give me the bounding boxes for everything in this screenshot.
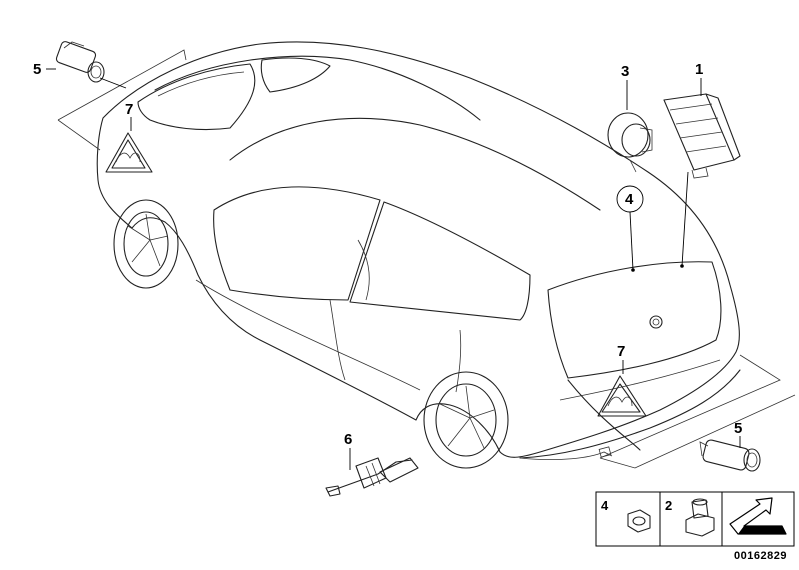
- pdc-speaker[interactable]: [607, 112, 653, 173]
- arrow-icon: [729, 497, 787, 535]
- front-wheel: [113, 199, 179, 289]
- callout-7-left: 7: [125, 101, 133, 118]
- callout-4: 4: [625, 191, 634, 208]
- callout-3: 3: [621, 63, 629, 80]
- cable-holder[interactable]: [325, 457, 419, 497]
- warning-label-rear[interactable]: [597, 375, 647, 417]
- pdc-control-unit[interactable]: [663, 93, 741, 179]
- callout-1: 1: [695, 61, 703, 78]
- attach-point-4: [631, 268, 635, 272]
- leader-1-to-car: [681, 171, 689, 267]
- callout-5-right: 5: [734, 420, 742, 437]
- rear-wheel: [423, 371, 509, 469]
- legend-label-4: 4: [601, 498, 609, 513]
- pdc-sensor-rear-left[interactable]: [55, 41, 127, 89]
- parts-legend: 4 2: [595, 491, 795, 547]
- nut-icon: [627, 509, 651, 533]
- zone-outlines: [57, 49, 796, 469]
- callout-5-left: 5: [33, 61, 41, 78]
- catalog-number: 00162829: [734, 550, 787, 562]
- attach-point-1: [680, 264, 684, 268]
- car-illustration: [96, 41, 741, 469]
- callout-6: 6: [344, 431, 352, 448]
- flange-nut-icon: [685, 498, 715, 537]
- callout-7-rear: 7: [617, 343, 625, 360]
- wiring-harness: [519, 451, 613, 461]
- leader-4: [629, 211, 634, 271]
- warning-label-left[interactable]: [105, 132, 153, 173]
- legend-label-2: 2: [665, 498, 672, 513]
- pdc-sensor-rear-right[interactable]: [699, 439, 761, 472]
- harness-connector: [598, 446, 612, 458]
